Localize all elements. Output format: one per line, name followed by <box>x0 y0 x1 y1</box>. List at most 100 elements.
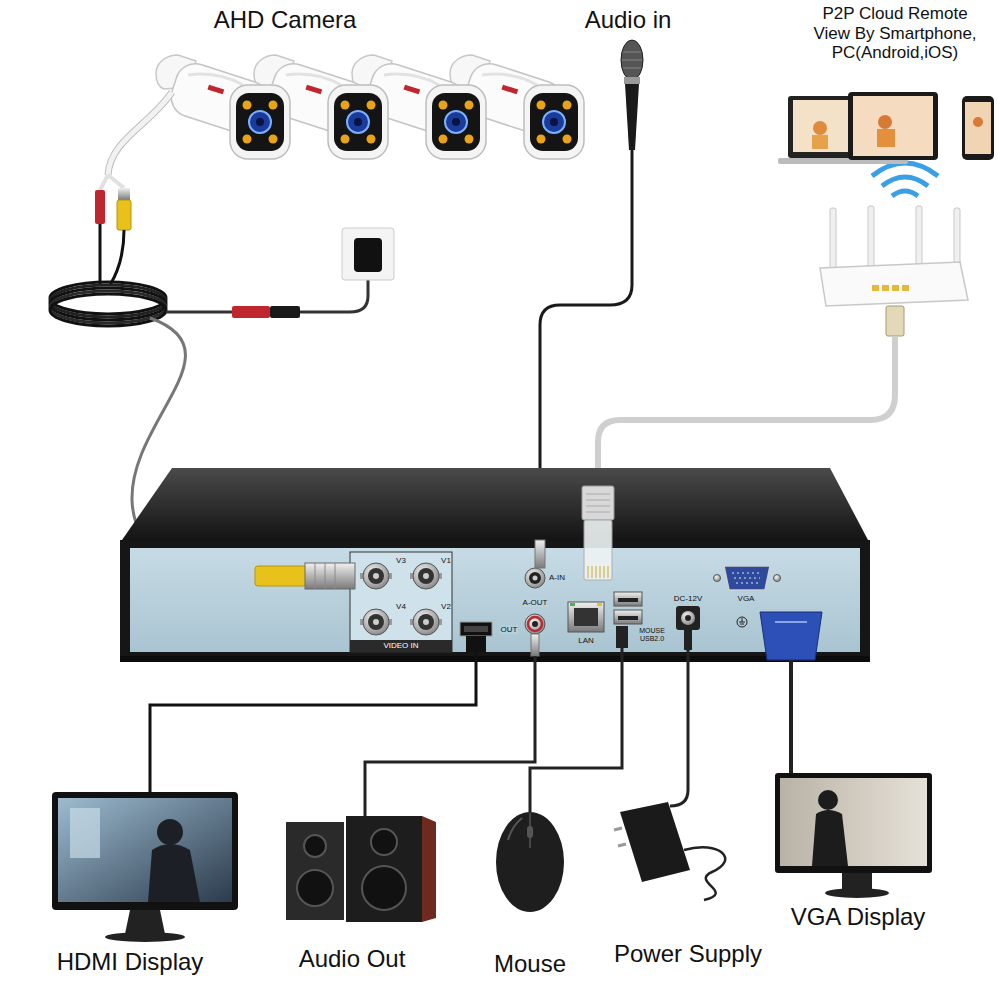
microphone-part <box>624 77 640 84</box>
dvr-cables-part <box>466 636 486 652</box>
dvr-recorder <box>120 468 870 662</box>
dvr-recorder-part <box>130 548 860 652</box>
dvr-recorder-part <box>618 616 638 620</box>
speakers-part <box>371 829 397 855</box>
router-part <box>886 306 904 336</box>
dvr-recorder-part <box>525 614 545 634</box>
router-part <box>892 285 899 291</box>
dvr-cables-part <box>305 563 355 589</box>
port-label: VGA <box>738 594 755 603</box>
dvr-cables-part <box>670 650 688 806</box>
router-part <box>902 285 909 291</box>
dvr-cables-part <box>535 540 545 568</box>
router-part <box>882 285 889 291</box>
camera-cable-part <box>50 291 166 323</box>
mouse-part <box>527 826 533 838</box>
power-supply-part <box>614 828 626 846</box>
dvr-recorder-part <box>618 598 638 602</box>
power-supply-part <box>684 847 725 900</box>
mouse-part <box>496 812 564 912</box>
router-part <box>820 262 968 306</box>
dvr-recorder-part <box>120 540 870 662</box>
camera-cable-part <box>354 238 382 272</box>
dvr-recorder-part <box>528 617 542 631</box>
hdmi-display <box>52 792 238 942</box>
caption-label: HDMI Display <box>57 948 204 976</box>
vga-display <box>775 773 932 898</box>
dvr-recorder-part <box>350 640 452 652</box>
dvr-cables-part <box>255 566 307 586</box>
dvr-recorder-part <box>568 602 604 632</box>
caption-label: Power Supply <box>614 940 762 968</box>
remote-devices-part <box>848 92 938 160</box>
dvr-recorder-part <box>360 609 392 635</box>
caption-label: P2P Cloud Remote View By Smartphone, PC(… <box>808 4 983 63</box>
hdmi-display-part <box>125 910 165 934</box>
hdmi-display-part <box>70 808 100 858</box>
router-part <box>882 177 928 186</box>
router-part <box>830 208 836 270</box>
remote-devices-part <box>973 117 983 127</box>
router-part <box>954 208 960 266</box>
router <box>598 163 968 488</box>
vga-display-part <box>818 790 838 810</box>
dvr-recorder-part <box>464 626 488 632</box>
dvr-recorder-part <box>360 563 392 589</box>
port-label: LAN <box>578 636 594 645</box>
caption-label: Audio Out <box>299 945 406 973</box>
power-supply-part <box>620 802 690 882</box>
camera-cable-part <box>117 200 131 230</box>
port-label: V2 <box>441 602 451 611</box>
dvr-recorder-part <box>681 611 695 625</box>
dvr-recorder-part <box>460 622 492 636</box>
camera-cable-part <box>100 224 124 285</box>
dvr-recorder-part <box>732 573 762 583</box>
camera-cable-part <box>342 228 394 280</box>
dvr-cables-part <box>582 486 614 520</box>
dvr-recorder-part <box>574 608 598 626</box>
port-label: A-IN <box>548 573 566 582</box>
remote-devices-part <box>812 135 828 149</box>
speakers <box>286 816 436 922</box>
port-label: V1 <box>441 556 451 565</box>
hdmi-display-part <box>157 819 183 845</box>
vga-display-part <box>812 810 848 866</box>
dvr-cables-part <box>760 612 822 660</box>
remote-devices-part <box>877 129 895 147</box>
camera-cable-part <box>50 294 166 326</box>
dvr-recorder-part <box>525 568 545 588</box>
power-supply <box>614 802 725 900</box>
caption-label: Audio in <box>585 6 672 34</box>
remote-devices <box>778 92 994 164</box>
hdmi-display-part <box>52 792 238 910</box>
dvr-recorder-part <box>410 563 442 589</box>
camera-cable-part <box>95 190 105 224</box>
camera-cable-part <box>108 92 172 175</box>
router-part <box>892 191 918 196</box>
speakers-part <box>422 816 436 922</box>
port-label: MOUSE USB2.0 <box>637 627 667 643</box>
ahd-camera-part <box>156 55 290 159</box>
dvr-cables-part <box>530 648 622 812</box>
dvr-recorder-part <box>737 617 747 627</box>
speakers-part <box>362 866 406 910</box>
vga-display-part <box>825 888 889 898</box>
dvr-recorder-part <box>774 575 781 582</box>
dvr-recorder-part <box>122 468 868 540</box>
router-part <box>868 206 874 268</box>
dvr-recorder-part <box>676 606 700 630</box>
port-label: V3 <box>396 556 406 565</box>
dvr-cables-part <box>150 652 476 796</box>
mouse-part <box>508 818 522 840</box>
camera-cable-part <box>108 92 172 175</box>
remote-devices-part <box>813 121 827 135</box>
caption-label: Mouse <box>494 950 566 978</box>
dvr-recorder-part <box>529 572 541 584</box>
router-part <box>872 285 879 291</box>
dvr-recorder-part <box>597 603 602 606</box>
dvr-cables-part <box>586 494 610 512</box>
dvr-cables-part <box>775 621 807 623</box>
port-label: A-OUT <box>522 598 549 607</box>
hdmi-display-part <box>58 798 232 902</box>
